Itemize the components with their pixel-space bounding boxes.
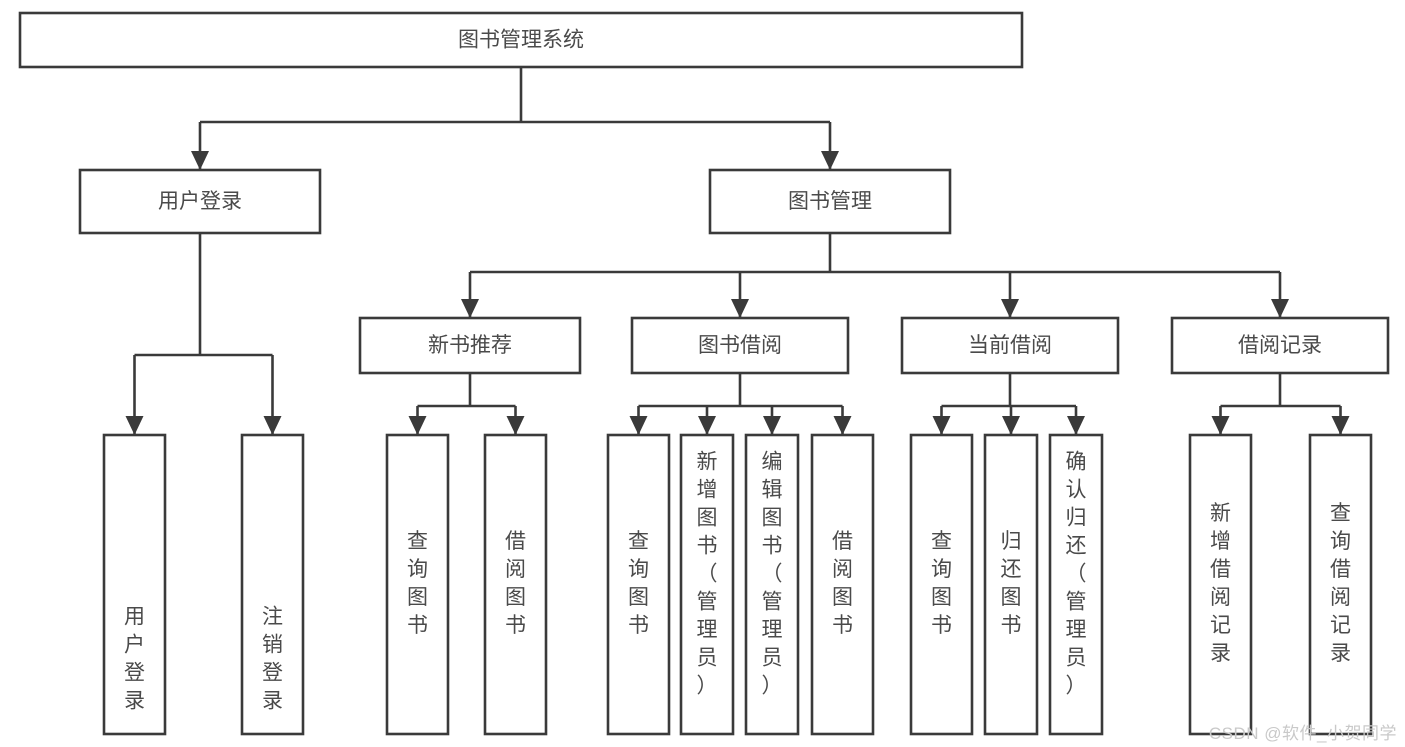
arrow-head-current-borrow-0 [932, 416, 951, 435]
node-label-root: 图书管理系统 [458, 29, 584, 52]
node-label-borrow-book-2: 借阅图书 [832, 530, 853, 637]
node-add-book-admin[interactable]: 新增图书（管理员） [679, 433, 735, 736]
node-label-book-manage: 图书管理 [788, 190, 872, 213]
arrow-head-new-book-recommend-0 [408, 416, 427, 435]
node-label-query-book-3: 查询图书 [931, 530, 952, 637]
arrow-head-user-login-1 [263, 416, 282, 435]
node-label-return-book: 归还图书 [1001, 530, 1022, 637]
watermark-text: CSDN @软件_小贺同学 [1208, 724, 1397, 743]
arrow-head-book-borrow-3 [833, 416, 852, 435]
node-box-borrow-book-2[interactable] [810, 433, 875, 736]
node-box-query-book-2[interactable] [606, 433, 671, 736]
node-label-borrow-book-1: 借阅图书 [505, 530, 526, 637]
node-current-borrow[interactable]: 当前借阅 [900, 316, 1120, 375]
node-box-return-book[interactable] [983, 433, 1039, 736]
node-box-book-borrow[interactable] [630, 316, 850, 375]
node-box-add-borrow-record[interactable] [1188, 433, 1253, 736]
node-box-query-book-3[interactable] [909, 433, 974, 736]
arrow-head-root-0 [191, 151, 209, 170]
node-label-user-logout-leaf: 注销登录 [262, 606, 283, 713]
arrow-head-book-borrow-2 [763, 416, 781, 435]
node-query-book-1[interactable]: 查询图书 [385, 433, 450, 736]
node-query-book-2[interactable]: 查询图书 [606, 433, 671, 736]
arrow-head-book-borrow-0 [629, 416, 648, 435]
node-box-user-login-leaf[interactable] [102, 433, 167, 736]
node-box-current-borrow[interactable] [900, 316, 1120, 375]
node-new-book-recommend[interactable]: 新书推荐 [358, 316, 582, 375]
node-borrow-book-2[interactable]: 借阅图书 [810, 433, 875, 736]
node-label-user-login-leaf: 用户登录 [124, 606, 145, 713]
node-label-book-borrow: 图书借阅 [698, 334, 782, 357]
arrow-head-new-book-recommend-1 [506, 416, 525, 435]
node-label-add-book-admin: 新增图书（管理员） [697, 451, 718, 698]
arrow-head-borrow-record-0 [1211, 416, 1230, 435]
node-query-book-3[interactable]: 查询图书 [909, 433, 974, 736]
node-box-user-logout-leaf[interactable] [240, 433, 305, 736]
node-box-book-manage[interactable] [708, 168, 952, 235]
arrow-head-root-1 [821, 151, 839, 170]
node-label-add-borrow-record: 新增借阅记录 [1210, 502, 1231, 665]
node-label-borrow-record: 借阅记录 [1238, 334, 1322, 357]
node-label-query-borrow-record: 查询借阅记录 [1330, 502, 1351, 665]
node-box-borrow-record[interactable] [1170, 316, 1390, 375]
node-box-add-book-admin[interactable] [679, 433, 735, 736]
node-query-borrow-record[interactable]: 查询借阅记录 [1308, 433, 1373, 736]
node-label-confirm-return-admin: 确认归还（管理员） [1066, 451, 1087, 698]
node-box-query-borrow-record[interactable] [1308, 433, 1373, 736]
node-return-book[interactable]: 归还图书 [983, 433, 1039, 736]
arrow-head-current-borrow-1 [1002, 416, 1020, 435]
node-box-confirm-return-admin[interactable] [1048, 433, 1104, 736]
node-user-login-leaf[interactable]: 用户登录 [102, 433, 167, 736]
node-book-manage[interactable]: 图书管理 [708, 168, 952, 235]
node-layer: 图书管理系统用户登录用户登录注销登录图书管理新书推荐查询图书借阅图书图书借阅查询… [18, 11, 1390, 736]
node-label-query-book-1: 查询图书 [407, 530, 428, 637]
node-box-edit-book-admin[interactable] [744, 433, 800, 736]
node-add-borrow-record[interactable]: 新增借阅记录 [1188, 433, 1253, 736]
arrow-head-current-borrow-2 [1067, 416, 1085, 435]
node-borrow-record[interactable]: 借阅记录 [1170, 316, 1390, 375]
node-box-new-book-recommend[interactable] [358, 316, 582, 375]
node-label-edit-book-admin: 编辑图书（管理员） [762, 451, 783, 698]
node-label-current-borrow: 当前借阅 [968, 334, 1052, 357]
node-user-login[interactable]: 用户登录 [78, 168, 322, 235]
arrow-head-book-borrow-1 [698, 416, 716, 435]
node-box-borrow-book-1[interactable] [483, 433, 548, 736]
node-label-user-login: 用户登录 [158, 190, 242, 213]
node-label-query-book-2: 查询图书 [628, 530, 649, 637]
connector-layer [125, 67, 1350, 435]
arrow-head-book-manage-1 [731, 299, 749, 318]
node-borrow-book-1[interactable]: 借阅图书 [483, 433, 548, 736]
node-box-query-book-1[interactable] [385, 433, 450, 736]
node-book-borrow[interactable]: 图书借阅 [630, 316, 850, 375]
node-root[interactable]: 图书管理系统 [18, 11, 1024, 69]
arrow-head-user-login-0 [125, 416, 144, 435]
node-box-user-login[interactable] [78, 168, 322, 235]
node-confirm-return-admin[interactable]: 确认归还（管理员） [1048, 433, 1104, 736]
arrow-head-book-manage-3 [1271, 299, 1289, 318]
arrow-head-book-manage-2 [1001, 299, 1019, 318]
arrow-head-book-manage-0 [461, 299, 479, 318]
node-edit-book-admin[interactable]: 编辑图书（管理员） [744, 433, 800, 736]
node-label-new-book-recommend: 新书推荐 [428, 334, 512, 357]
node-box-root[interactable] [18, 11, 1024, 69]
node-user-logout-leaf[interactable]: 注销登录 [240, 433, 305, 736]
arrow-head-borrow-record-1 [1331, 416, 1350, 435]
